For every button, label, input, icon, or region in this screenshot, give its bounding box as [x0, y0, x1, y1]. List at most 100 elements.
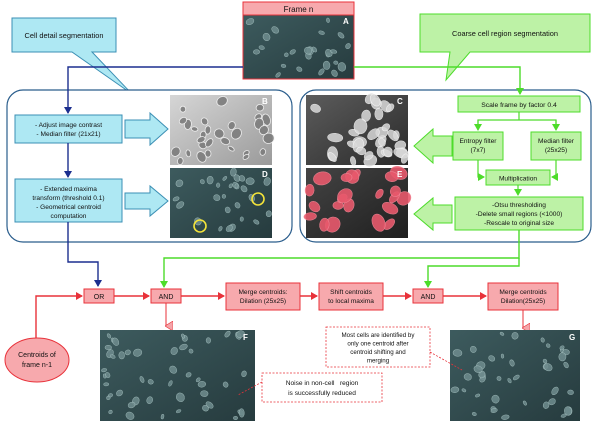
cell-shape	[333, 60, 339, 65]
most-cells-note-pointer	[429, 351, 463, 371]
cell-shape	[216, 182, 221, 188]
entropy-filter-line1: Entropy filter	[459, 138, 497, 145]
noise-note-box	[261, 372, 383, 403]
arrow-to-panel-e	[413, 196, 453, 232]
panel-letter-g: G	[569, 333, 575, 342]
cell-shape	[322, 60, 331, 70]
cell-shape	[245, 18, 255, 25]
frame-n-image	[242, 14, 355, 80]
extended-maxima-line1: - Extended maxima	[40, 186, 97, 193]
cell-shape	[374, 107, 384, 121]
cell-shape	[108, 393, 113, 398]
cell-shape	[227, 121, 236, 131]
panel-letter-b: B	[262, 97, 268, 106]
cell-shape	[101, 368, 108, 373]
cell-shape	[105, 372, 111, 379]
noise-note-line2: is successfully reduced	[288, 390, 356, 397]
cell-shape	[337, 62, 347, 72]
cell-shape	[471, 412, 477, 416]
cell-shape	[238, 408, 245, 418]
cell-shape	[139, 376, 145, 383]
cell-shape	[239, 216, 244, 222]
cell-shape	[326, 17, 330, 23]
cell-shape	[327, 152, 337, 163]
most-cells-line4: merging	[367, 358, 390, 365]
cell-shape	[253, 219, 260, 225]
extended-maxima-box	[14, 178, 123, 223]
cell-shape	[222, 381, 229, 388]
cell-shape	[303, 212, 317, 221]
cell-shape	[238, 175, 246, 182]
cell-shape	[345, 43, 351, 50]
cell-shape	[540, 337, 545, 343]
cell-shape	[548, 398, 556, 406]
cell-shape	[103, 382, 110, 387]
cell-shape	[227, 145, 235, 152]
cell-shape	[284, 52, 289, 58]
cell-shape	[337, 188, 353, 204]
cell-shape	[475, 393, 481, 398]
cell-shape	[488, 355, 496, 362]
cell-shape	[185, 149, 192, 158]
entropy-filter-line2: (7x7)	[470, 147, 485, 154]
multiplication-text: Multiplication	[499, 176, 537, 183]
cell-shape	[258, 45, 265, 50]
cell-shape	[196, 136, 206, 144]
cell-shape	[175, 409, 182, 414]
cell-shape	[511, 332, 519, 340]
cell-shape	[242, 153, 250, 160]
panel-letter-c: C	[397, 97, 403, 106]
cell-shape	[202, 405, 209, 412]
cell-shape	[262, 132, 275, 144]
panel-b-image	[170, 95, 275, 166]
extended-maxima-line4: computation	[51, 213, 87, 220]
arrow-otsu-to-and1	[160, 230, 520, 288]
cell-detail-callout	[11, 17, 133, 95]
cell-shape	[108, 409, 113, 415]
cell-shape	[185, 372, 192, 378]
cell-shape	[330, 49, 338, 54]
panel-c-image	[306, 92, 409, 167]
cell-shape	[118, 351, 125, 360]
cell-shape	[280, 63, 287, 68]
cell-shape	[340, 173, 353, 182]
cell-shape	[271, 26, 279, 34]
cell-shape	[367, 128, 380, 141]
arrow-frame-to-adjust	[64, 66, 243, 114]
noise-note-pointer	[237, 381, 263, 396]
cell-shape	[172, 196, 180, 202]
median-filter-line1: Median filter	[538, 138, 575, 145]
panel-d-image	[170, 167, 272, 238]
cell-shape	[327, 132, 344, 143]
cell-shape	[499, 331, 505, 336]
cell-shape	[496, 376, 502, 381]
or-gate-text: OR	[94, 294, 105, 301]
merge-centroids-2-box	[487, 282, 559, 311]
panel-letter-d: D	[262, 170, 268, 179]
cell-shape	[381, 123, 391, 132]
cell-shape	[181, 333, 185, 339]
cell-shape	[245, 177, 255, 185]
cell-shape	[384, 171, 399, 182]
noise-note-line1: Noise in non-cell region	[286, 380, 359, 387]
cell-shape	[241, 370, 247, 377]
cell-shape	[385, 103, 395, 113]
arrow-extended-to-or	[67, 222, 102, 287]
highlight-circle-d2	[193, 219, 207, 233]
panel-e-image	[303, 165, 412, 238]
cell-shape	[311, 46, 317, 53]
cell-shape	[197, 381, 207, 388]
cell-shape	[213, 194, 221, 202]
cell-shape	[500, 353, 505, 359]
adjust-contrast-box	[14, 114, 123, 144]
panel-letter-e: E	[397, 170, 403, 179]
cell-shape	[240, 185, 248, 193]
shift-centroids-line2: to local maxima	[328, 298, 374, 305]
cell-shape	[224, 206, 231, 214]
cell-shape	[234, 183, 239, 189]
cell-shape	[225, 224, 233, 232]
cell-shape	[222, 176, 228, 181]
cell-shape	[491, 394, 500, 404]
cell-shape	[221, 194, 226, 199]
cell-shape	[205, 337, 211, 344]
